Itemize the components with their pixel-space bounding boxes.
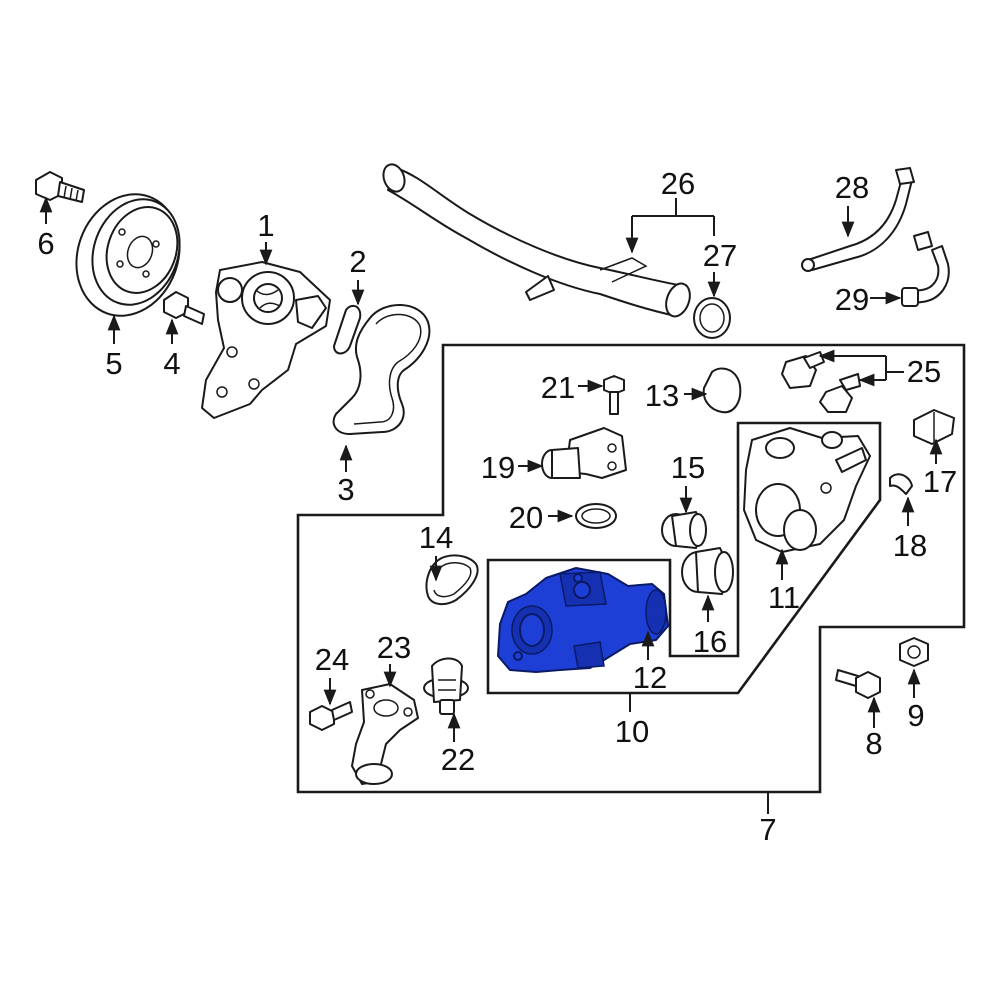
leader-25 (885, 356, 904, 380)
part-16-seal[interactable] (681, 547, 734, 595)
part-2-gasket[interactable] (333, 304, 362, 355)
callout-29: 29 (835, 282, 869, 317)
leader-lines (39, 196, 943, 814)
part-20-o-ring[interactable] (575, 503, 617, 529)
callout-4: 4 (163, 346, 180, 381)
callout-1: 1 (257, 208, 274, 243)
part-19-outlet[interactable] (541, 427, 627, 479)
leader-26 (631, 198, 715, 250)
callout-27: 27 (703, 238, 737, 273)
part-11-housing[interactable] (743, 427, 871, 553)
callout-20: 20 (509, 500, 543, 535)
part-26-coolant-pipe[interactable] (380, 161, 694, 319)
part-6-bolt[interactable] (35, 171, 85, 203)
part-24-bolt[interactable] (309, 701, 353, 731)
group-7-outline (296, 343, 966, 794)
part-22-thermostat[interactable] (423, 657, 469, 715)
group-10-outline (486, 421, 882, 695)
part-23-flange[interactable] (351, 683, 419, 785)
part-12-housing-highlighted[interactable] (497, 567, 669, 673)
callout-15: 15 (671, 450, 705, 485)
callout-6: 6 (37, 226, 54, 261)
callout-23: 23 (377, 630, 411, 665)
part-9-nut[interactable] (899, 637, 929, 667)
part-4-bolt[interactable] (163, 291, 205, 325)
part-17-sensor[interactable] (913, 409, 955, 445)
callout-14: 14 (419, 520, 453, 555)
callout-5: 5 (105, 346, 122, 381)
part-28-hose[interactable] (801, 167, 915, 272)
callout-21: 21 (541, 370, 575, 405)
callout-18: 18 (893, 528, 927, 563)
part-8-bolt[interactable] (835, 669, 881, 699)
part-21-bolt[interactable] (603, 375, 625, 415)
callout-13: 13 (645, 378, 679, 413)
part-15-seal[interactable] (661, 511, 707, 549)
callout-28: 28 (835, 170, 869, 205)
callout-10: 10 (615, 714, 649, 749)
part-25-connectors[interactable] (781, 351, 861, 413)
callout-26: 26 (661, 166, 695, 201)
part-1-water-pump[interactable] (201, 261, 331, 419)
callout-2: 2 (349, 244, 366, 279)
callout-8: 8 (865, 726, 882, 761)
part-14-gasket[interactable] (425, 554, 479, 606)
callout-9: 9 (907, 698, 924, 733)
part-3-gasket[interactable] (332, 304, 431, 435)
part-27-o-ring[interactable] (693, 297, 731, 339)
callout-7: 7 (759, 812, 776, 847)
part-5-pulley[interactable] (60, 180, 196, 331)
callout-22: 22 (441, 742, 475, 777)
part-18-clip[interactable] (889, 473, 913, 495)
callout-17: 17 (923, 464, 957, 499)
callout-3: 3 (337, 472, 354, 507)
callout-labels: 6 5 4 1 2 3 26 27 28 29 21 13 25 17 18 1… (37, 166, 957, 847)
callout-11: 11 (768, 580, 800, 615)
part-29-hose[interactable] (901, 231, 950, 307)
callout-24: 24 (315, 642, 349, 677)
part-13-gasket[interactable] (702, 367, 742, 414)
callout-25: 25 (907, 354, 941, 389)
callout-16: 16 (693, 624, 727, 659)
callout-12: 12 (633, 660, 667, 695)
callout-19: 19 (481, 450, 515, 485)
